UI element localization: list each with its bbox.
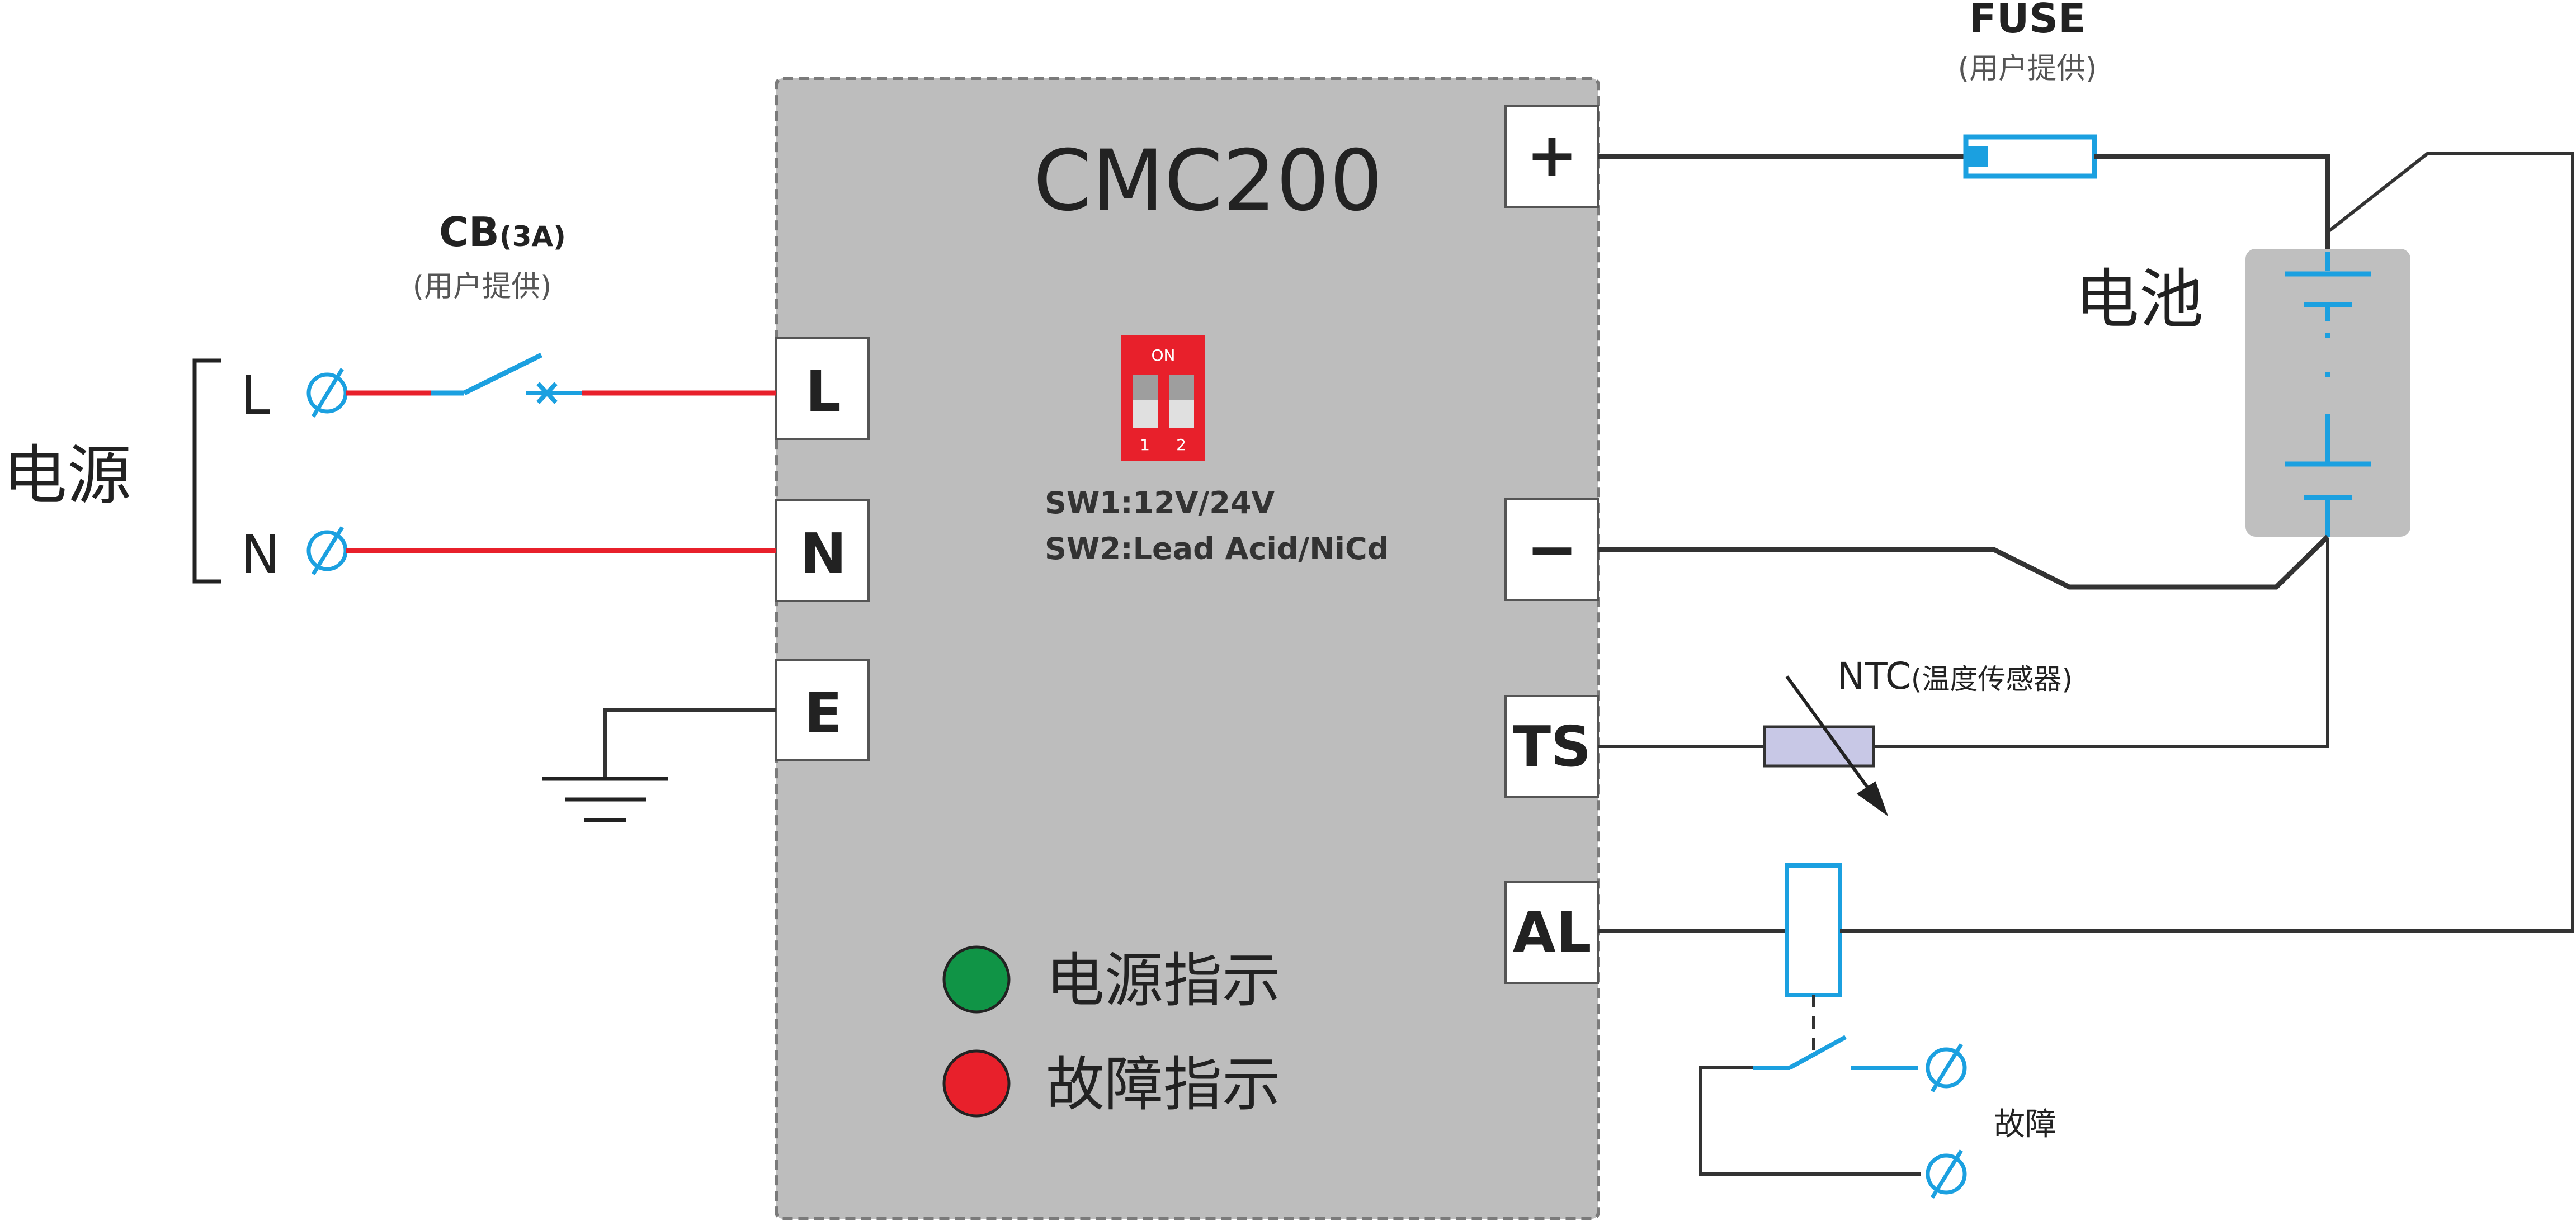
cb-label: CB(3A) xyxy=(439,209,566,255)
svg-text:E: E xyxy=(804,680,842,746)
wire-plus-2 xyxy=(2094,154,2330,252)
ntc-symbol xyxy=(1763,725,1875,768)
svg-text:N: N xyxy=(800,521,847,586)
screw-terminal-l xyxy=(306,368,348,418)
power-indicator-led xyxy=(942,945,1011,1014)
terminal-al: AL xyxy=(1504,881,1599,984)
fuse-note: (用户提供) xyxy=(1958,52,2097,86)
dip-switch-pos2: 2 xyxy=(1176,436,1186,454)
wire-earth xyxy=(603,708,776,779)
battery-label: 电池 xyxy=(2075,262,2204,337)
controller-panel xyxy=(775,77,1600,1220)
svg-text:TS: TS xyxy=(1513,714,1591,779)
power-source-bracket xyxy=(192,358,221,584)
svg-text:−: − xyxy=(1526,513,1578,585)
fuse-symbol xyxy=(1963,134,2097,179)
cb-note: (用户提供) xyxy=(413,270,552,304)
dip-switch: ON 1 2 xyxy=(1121,335,1205,461)
cb-contact xyxy=(526,382,582,404)
fault-indicator-led xyxy=(942,1049,1011,1118)
ground-symbol xyxy=(542,777,668,822)
power-indicator-label: 电源指示 xyxy=(1046,946,1281,1015)
sw1-text: SW1:12V/24V xyxy=(1045,485,1275,520)
terminal-plus: + xyxy=(1504,105,1599,208)
screw-terminal-n xyxy=(306,526,348,575)
fault-terminal-2 xyxy=(1926,1149,1967,1199)
svg-text:L: L xyxy=(805,359,841,424)
dip-switch-on-label: ON xyxy=(1152,346,1176,365)
ntc-arrow xyxy=(1785,675,1889,816)
line-n-label: N xyxy=(240,524,280,586)
sw2-text: SW2:Lead Acid/NiCd xyxy=(1045,531,1389,566)
battery-box xyxy=(2245,249,2410,537)
power-source-label: 电源 xyxy=(3,438,131,513)
terminal-n: N xyxy=(775,499,870,602)
fault-indicator-label: 故障指示 xyxy=(1046,1050,1281,1119)
wire-ts-2 xyxy=(1874,539,2329,748)
svg-text:+: + xyxy=(1526,119,1578,191)
terminal-l: L xyxy=(775,337,870,440)
dip-switch-pos1: 1 xyxy=(1140,436,1150,454)
wire-battery-to-al xyxy=(1865,152,2574,933)
ntc-label: NTC(温度传感器) xyxy=(1837,655,2073,698)
controller-model: CMC200 xyxy=(1033,132,1383,230)
fuse-label: FUSE xyxy=(1969,0,2086,42)
terminal-e: E xyxy=(775,659,870,761)
battery-cells xyxy=(2285,252,2371,537)
wire-fault-loop xyxy=(1699,1066,1921,1176)
terminal-minus: − xyxy=(1504,498,1599,601)
fault-terminal-1 xyxy=(1926,1043,1967,1092)
wire-minus xyxy=(1598,534,2330,590)
terminal-ts: TS xyxy=(1504,695,1599,798)
line-l-label: L xyxy=(240,365,270,427)
cb-switch-blade xyxy=(463,352,542,396)
relay-coil xyxy=(1785,863,1842,997)
relay-contact xyxy=(1753,1035,1918,1070)
fault-contact-label: 故障 xyxy=(1994,1106,2056,1143)
svg-text:AL: AL xyxy=(1512,900,1591,966)
